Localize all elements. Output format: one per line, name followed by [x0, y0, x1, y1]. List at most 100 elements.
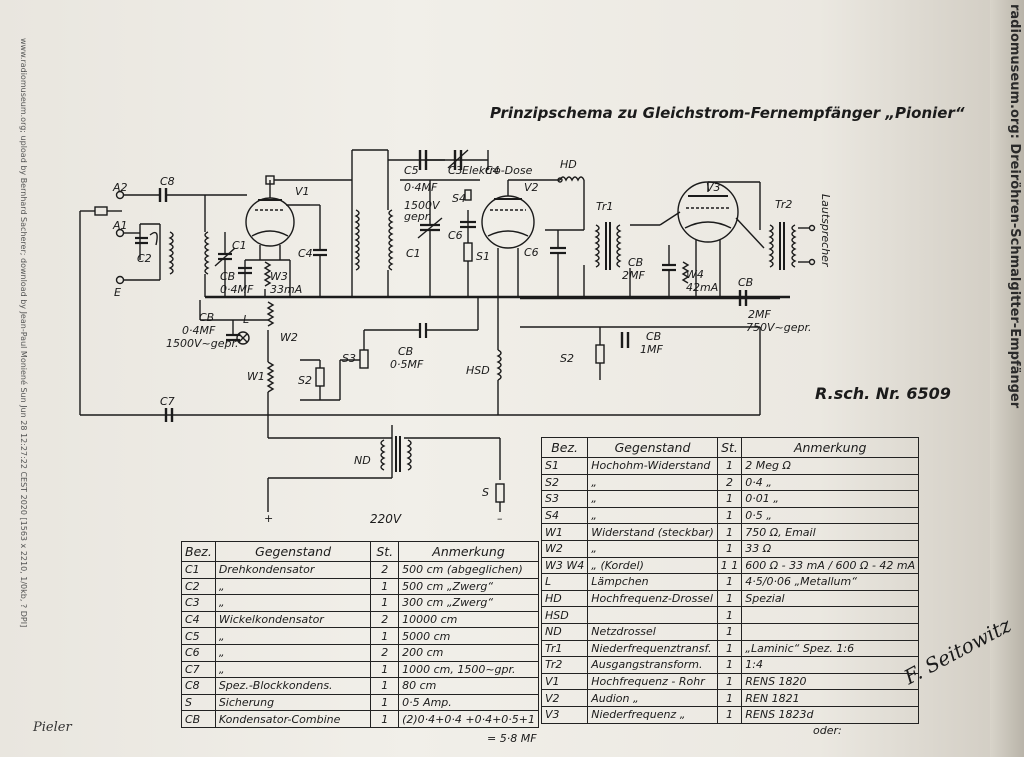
label-c5-v3: gepr.	[404, 210, 432, 223]
label-w4-val: 42mA	[686, 281, 719, 294]
cell-bez: W2	[540, 539, 589, 558]
label-c5-v2: 1500V	[404, 199, 440, 212]
header-st: St.	[716, 437, 743, 458]
cell-bez: W1	[540, 523, 589, 541]
cell-st: 1	[716, 539, 743, 558]
cell-bez: C6	[181, 643, 216, 662]
cell-st: 2	[716, 473, 743, 492]
choke-nd	[380, 439, 386, 471]
cell-bez: S	[181, 693, 216, 712]
cell-gegenstand: „	[214, 577, 372, 596]
cell-anmerkung: 0·5 Amp.	[398, 693, 539, 712]
cell-bez: S3	[540, 490, 589, 508]
coil-interstage	[354, 209, 360, 271]
cell-bez: C7	[181, 660, 216, 679]
label-cb-b-val1: 0·4MF	[182, 324, 216, 337]
label-cb-c: CB	[398, 345, 414, 358]
tube-v2-filament	[487, 230, 529, 237]
cell-anmerkung: Spezial	[741, 589, 920, 608]
label-c3: C3	[448, 164, 463, 177]
cell-st: 2	[370, 561, 400, 579]
fuse-s	[495, 483, 505, 503]
label-220v: 220V	[370, 512, 402, 526]
cell-bez: CB	[181, 710, 216, 728]
cell-bez: V2	[540, 689, 589, 707]
coil-interstage-2	[388, 209, 394, 271]
cell-gegenstand: „	[214, 660, 372, 679]
cell-anmerkung: 0·5 „	[741, 506, 920, 525]
label-w3: W3	[270, 270, 288, 283]
cell-st: 1	[370, 710, 400, 728]
cell-anmerkung: 500 cm (abgeglichen)	[398, 561, 539, 579]
terminal-e	[115, 275, 125, 285]
label-s2-b: S2	[560, 352, 574, 365]
cell-st: 1	[716, 490, 743, 508]
cell-anmerkung: 1000 cm, 1500~gpr.	[398, 660, 539, 679]
cell-bez: C5	[181, 627, 216, 645]
variable-arrow	[149, 231, 158, 246]
wire-arrow	[735, 217, 765, 249]
cell-bez: ND	[540, 622, 589, 641]
cell-anmerkung: „Laminic“ Spez. 1:6	[741, 639, 920, 658]
label-tr2: Tr2	[775, 198, 793, 211]
header-gegenstand: Gegenstand	[587, 437, 718, 458]
label-c6-b: C6	[524, 246, 539, 259]
label-cb-d: CB	[628, 256, 644, 269]
label-s1: S1	[476, 250, 490, 263]
cell-bez: C1	[181, 561, 216, 579]
cell-st: 1	[716, 606, 743, 624]
label-cb-f-val1: 2MF	[748, 308, 771, 321]
cell-anmerkung: 0·4 „	[741, 473, 920, 492]
speaker-terminal	[808, 258, 816, 266]
plug	[94, 206, 108, 216]
cell-anmerkung: 300 cm „Zwerg“	[398, 594, 539, 612]
table-row: HSD 1	[540, 606, 920, 624]
cell-anmerkung: 2 Meg Ω	[741, 457, 920, 475]
cell-bez: V3	[540, 705, 589, 724]
cell-gegenstand: Niederfrequenz „	[587, 705, 718, 724]
table-header-row: Bez. Gegenstand St. Anmerkung	[540, 437, 920, 458]
cell-anmerkung: 4·5/0·06 „Metallum“	[741, 573, 920, 591]
cell-anmerkung: 500 cm „Zwerg“	[398, 577, 539, 596]
header-anmerkung: Anmerkung	[741, 437, 920, 458]
label-cb-f: CB	[738, 276, 754, 289]
cell-gegenstand: Audion „	[587, 689, 718, 707]
label-s3: S3	[342, 352, 356, 365]
cell-bez: C8	[181, 677, 216, 695]
resistor-s3	[359, 349, 369, 369]
label-w3-val: 33mA	[270, 283, 303, 296]
cell-gegenstand: Sicherung	[214, 693, 372, 712]
cell-st: 1	[716, 622, 743, 641]
cell-gegenstand: Lämpchen	[587, 573, 718, 591]
cell-st: 1	[370, 627, 400, 645]
lamp-l	[236, 331, 250, 345]
resistor-s2-b	[595, 344, 605, 364]
label-a1: A1	[113, 219, 128, 232]
label-s4: S4	[452, 192, 466, 205]
cell-gegenstand: „ (Kordel)	[587, 556, 718, 575]
label-elektro-dose: Elektro-Dose	[462, 164, 533, 177]
cell-bez: HSD	[540, 606, 589, 624]
cell-gegenstand: Drehkondensator	[214, 561, 372, 579]
cell-bez: C4	[181, 610, 216, 629]
header-bez: Bez.	[540, 437, 589, 458]
label-v1: V1	[295, 185, 310, 198]
cell-st: 1	[370, 577, 400, 596]
label-minus: –	[497, 512, 503, 525]
cell-gegenstand	[587, 606, 718, 624]
cell-st: 2	[370, 643, 400, 662]
cell-anmerkung	[741, 606, 920, 624]
